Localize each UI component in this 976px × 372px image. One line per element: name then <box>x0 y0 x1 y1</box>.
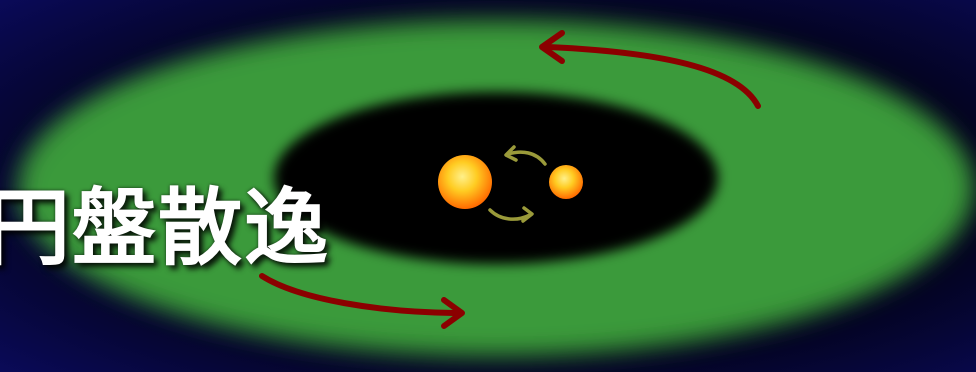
inner-arrowhead-left <box>504 145 518 162</box>
outer-orbit-arrow-upper <box>539 30 761 109</box>
inner-orbit-arrow-lower <box>488 206 534 223</box>
inner-arrowhead-right <box>521 206 534 223</box>
curved-arrow-right-icon <box>259 273 457 316</box>
large-star-icon <box>438 155 492 209</box>
inner-orbit-arrow-upper <box>504 145 547 166</box>
caption-disk-dissipation: 円盤散逸 <box>0 179 331 277</box>
inner-cavity <box>274 92 718 264</box>
curved-arrow-left-icon <box>506 150 547 166</box>
outer-orbit-arrow-lower <box>259 273 465 329</box>
arrowhead-right <box>441 297 465 329</box>
curved-arrow-left-icon <box>545 44 761 109</box>
small-star-icon <box>549 165 583 199</box>
arrowhead-left <box>539 30 565 64</box>
